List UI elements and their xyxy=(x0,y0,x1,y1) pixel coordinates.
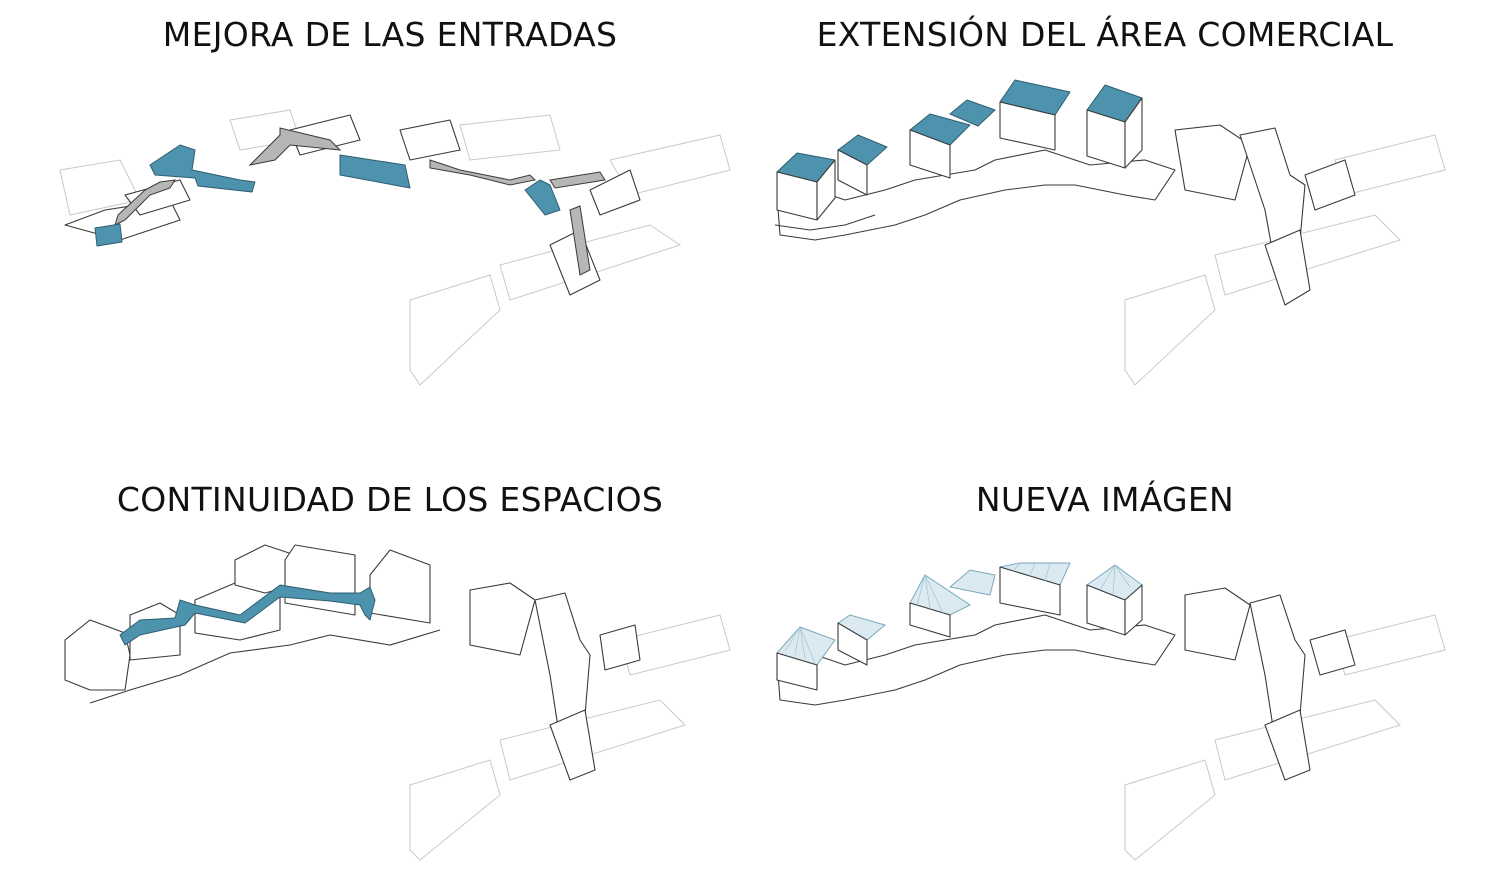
panel-title: NUEVA IMÁGEN xyxy=(975,480,1235,519)
panel-title: EXTENSIÓN DEL ÁREA COMERCIAL xyxy=(816,15,1394,54)
main-buildings xyxy=(776,587,1356,781)
axonometric-diagram xyxy=(774,79,1446,386)
new-roof-forms[interactable] xyxy=(776,562,1143,691)
axonometric-diagram xyxy=(59,109,731,386)
context-buildings xyxy=(1124,614,1446,861)
highlighted-entrances[interactable] xyxy=(94,144,561,247)
main-buildings xyxy=(774,124,1356,306)
panel-continuidad-espacios: CONTINUIDAD DE LOS ESPACIOS xyxy=(30,475,750,895)
panel-nueva-imagen: NUEVA IMÁGEN xyxy=(745,475,1465,895)
axonometric-diagram xyxy=(64,544,731,861)
continuous-walkway[interactable] xyxy=(119,584,376,646)
context-buildings xyxy=(1124,134,1446,386)
panel-title: CONTINUIDAD DE LOS ESPACIOS xyxy=(116,480,664,519)
new-commercial-volumes[interactable] xyxy=(776,79,1143,221)
gray-walkway xyxy=(114,127,606,276)
context-buildings xyxy=(409,614,731,861)
panel-title: MEJORA DE LAS ENTRADAS xyxy=(162,15,618,54)
axonometric-diagram xyxy=(776,562,1446,861)
context-buildings xyxy=(59,109,731,386)
panel-mejora-entradas: MEJORA DE LAS ENTRADAS xyxy=(30,10,750,430)
panel-extension-area-comercial: EXTENSIÓN DEL ÁREA COMERCIAL xyxy=(745,10,1465,430)
